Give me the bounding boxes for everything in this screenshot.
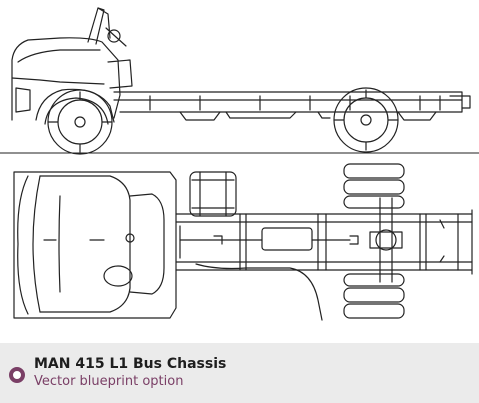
option-subtitle: Vector blueprint option (34, 374, 184, 389)
top-view (13, 163, 473, 321)
chassis-blueprint-drawing (0, 7, 479, 321)
option-footer (0, 343, 479, 403)
option-title: MAN 415 L1 Bus Chassis (34, 356, 227, 372)
side-view (0, 7, 479, 155)
option-radio-button[interactable] (9, 367, 25, 383)
